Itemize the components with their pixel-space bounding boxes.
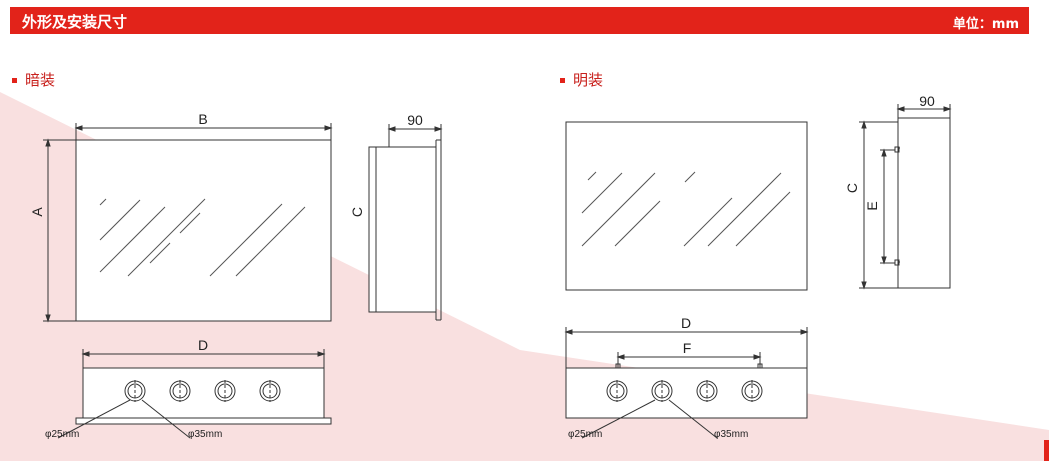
label-a: A <box>29 207 45 217</box>
corner-accent-bar <box>1044 440 1049 461</box>
label-d-concealed: D <box>198 337 208 353</box>
label-depth-surface: 90 <box>919 93 935 109</box>
knockout-holes <box>124 380 281 402</box>
section-surface: 明装 <box>560 69 603 90</box>
surface-bottom-view: D F φ25mm φ35mm <box>564 315 809 440</box>
label-phi25-surface: φ25mm <box>568 429 602 440</box>
bullet-icon <box>560 78 565 83</box>
concealed-bottom-view: D φ25mm φ35mm <box>45 337 332 440</box>
section-concealed: 暗装 <box>12 69 55 90</box>
label-f: F <box>683 340 692 356</box>
label-d-surface: D <box>681 315 691 331</box>
concealed-side-view: 90 C <box>349 112 443 321</box>
page-title: 外形及安装尺寸 <box>22 13 128 31</box>
header-bar: 外形及安装尺寸 单位：mm <box>10 7 1029 34</box>
unit-label: 单位：mm <box>952 17 1019 32</box>
label-b: B <box>198 111 207 127</box>
label-phi35-concealed: φ35mm <box>188 429 222 440</box>
label-c-concealed: C <box>349 207 365 217</box>
section-surface-label: 明装 <box>573 71 604 89</box>
label-phi25-concealed: φ25mm <box>45 429 79 440</box>
knockout-holes-surface <box>606 380 763 402</box>
surface-side-view: 90 C E <box>844 93 952 290</box>
bullet-icon <box>12 78 17 83</box>
label-e: E <box>864 201 880 210</box>
label-c-surface: C <box>844 183 860 193</box>
section-concealed-label: 暗装 <box>25 71 56 89</box>
concealed-front-view: B A <box>29 111 333 323</box>
surface-front-view <box>565 121 808 291</box>
label-phi35-surface: φ35mm <box>714 429 748 440</box>
label-depth-concealed: 90 <box>407 112 423 128</box>
